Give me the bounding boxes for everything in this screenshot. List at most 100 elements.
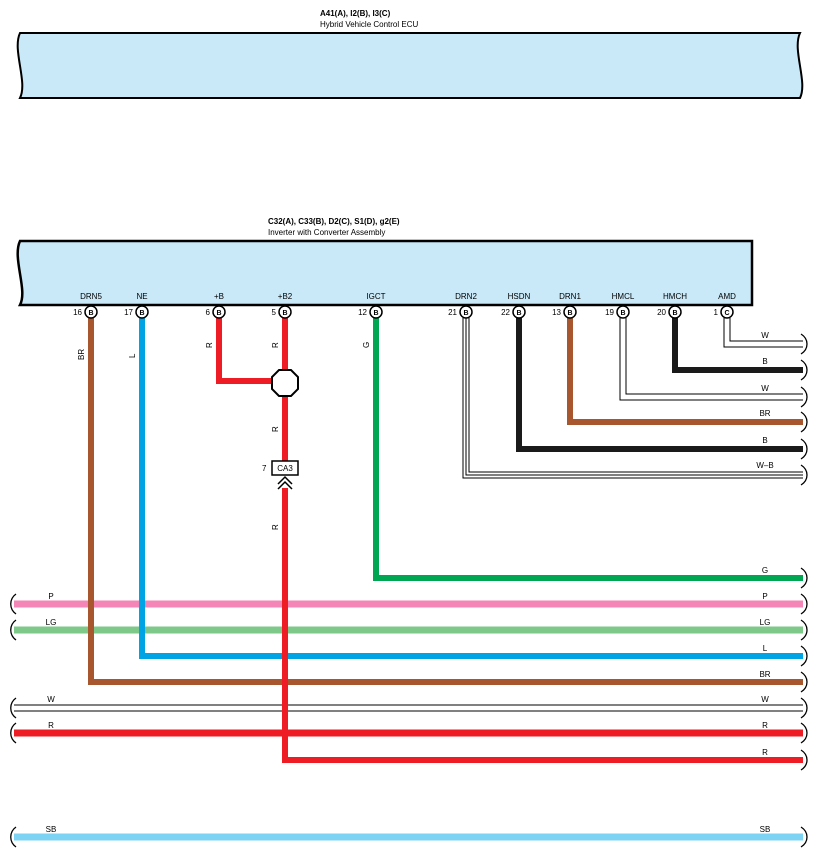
terminal-connector-letter: B [620,310,625,317]
terminal-connector-letter: B [567,310,572,317]
rlabel-l: L [763,644,768,653]
vlabel-r-mid: R [271,426,280,432]
rlabel-lg: LG [760,618,771,627]
inverter-name-label: Inverter with Converter Assembly [268,228,385,237]
rlabel-w: W [761,695,769,704]
terminal-pin-circle [563,305,577,319]
terminal-pin-number: 6 [206,308,211,317]
terminal-pin-circle [459,305,473,319]
rlabel-r-2: R [762,748,768,757]
terminal-pin-circle [668,305,682,319]
splice-point [271,369,299,397]
wire-hmch-b [672,318,803,373]
terminal-pin-number: 12 [358,308,367,317]
ecu-name-label: Hybrid Vehicle Control ECU [320,20,418,29]
ecu-connectors-label: A41(A), I2(B), I3(C) [320,9,391,18]
wire-drn2-wb [462,318,803,479]
rlabel-sb: SB [760,825,771,834]
terminal-label: DRN2 [455,292,477,301]
rlabel-r: R [762,721,768,730]
terminal-connector-letter: B [373,310,378,317]
terminal-igct: IGCT B 12 [358,292,386,319]
terminal-label: AMD [718,292,736,301]
terminal-connector-letter: B [88,310,93,317]
vertical-wire-labels: BR L R R R R G [77,342,371,530]
rlabel-g: G [762,566,768,575]
terminal-connector-letter: B [463,310,468,317]
terminal-label: DRN5 [80,292,102,301]
rlabel-wb-drn2: W–B [756,461,773,470]
rlabel-w-amd: W [761,331,769,340]
left-brackets [10,593,17,848]
wire-igct-g [373,318,803,581]
terminal-pin-circle [369,305,383,319]
terminal-label: HMCH [663,292,687,301]
rlabel-b-hsdn: B [762,436,767,445]
terminal-pin-number: 1 [714,308,719,317]
llabel-sb: SB [46,825,57,834]
terminal-pin-number: 20 [657,308,666,317]
llabel-r: R [48,721,54,730]
terminal-pin-circle [212,305,226,319]
terminal-pin-circle [278,305,292,319]
wire-hsdn-b [516,318,803,452]
llabel-w: W [47,695,55,704]
terminal-pin-number: 5 [272,308,277,317]
terminal-pin-number: 19 [605,308,614,317]
inverter-panel: C32(A), C33(B), D2(C), S1(D), g2(E) Inve… [16,217,754,307]
terminal-label: HSDN [508,292,531,301]
wire-ca3-r [282,488,803,763]
vlabel-br: BR [77,349,86,360]
terminal-label: NE [136,292,147,301]
terminal-pin-number: 21 [448,308,457,317]
terminal-pin-number: 16 [73,308,82,317]
wire-ne-l [139,318,803,659]
ca3-pin: 7 [262,464,267,473]
vlabel-r-low: R [271,524,280,530]
wire-w-bus [14,704,803,712]
bus-wires [14,600,803,841]
terminal-connector-letter: B [216,310,221,317]
terminal-connector-letter: B [282,310,287,317]
wire-amd-w [723,318,803,348]
terminal-hmch: HMCH B 20 [657,292,687,319]
rlabel-p: P [762,592,767,601]
right-wire-labels: W B W BR B W–B G P LG L BR W R R SB [756,331,773,834]
terminal-hmcl: HMCL B 19 [605,292,635,319]
terminal-label: IGCT [366,292,385,301]
rlabel-br: BR [759,670,770,679]
terminal-label: +B [214,292,224,301]
rlabel-b-hmch: B [762,357,767,366]
vlabel-l: L [128,353,137,358]
terminal-pin-circle [720,305,734,319]
inverter-terminals: DRN5B16NEB17+BB6+B2B5IGCTB12DRN2B21HSDNB… [73,292,736,319]
right-brackets [800,333,808,848]
terminal-pin-circle [84,305,98,319]
ca3-name: CA3 [277,464,293,473]
llabel-p: P [48,592,53,601]
terminal-label: DRN1 [559,292,581,301]
terminal-connector-letter: B [672,310,677,317]
wire-drn5-br [88,318,803,685]
terminal-label: +B2 [278,292,293,301]
terminal-label: HMCL [612,292,635,301]
routed-wires [88,318,803,763]
terminal-b: +B B6 [206,292,226,319]
rlabel-br-drn1: BR [759,409,770,418]
llabel-lg: LG [46,618,57,627]
terminal-pin-number: 17 [124,308,133,317]
terminal-connector-letter: B [516,310,521,317]
wire-b-r [216,318,272,384]
terminal-pin-number: 13 [552,308,561,317]
left-wire-labels: P LG W R SB [46,592,57,834]
inverter-connectors-label: C32(A), C33(B), D2(C), S1(D), g2(E) [268,217,400,226]
wire-drn1-br [567,318,803,425]
